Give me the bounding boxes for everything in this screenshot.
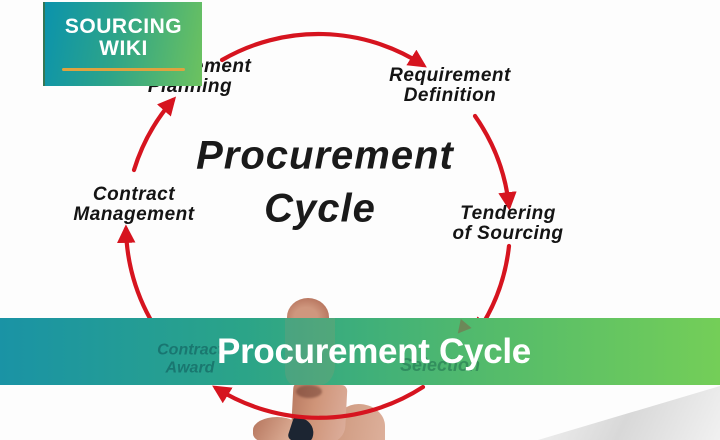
arc-requirement-to-tendering	[472, 113, 517, 211]
stage-label-line: Award	[165, 359, 215, 376]
stage-label-line: Requirement	[389, 64, 511, 86]
stage-label-line: of Sourcing	[452, 223, 564, 244]
stage-label-contract-management: Contract Management	[73, 183, 195, 225]
diagram-title-line2: Cycle	[264, 186, 376, 231]
banner-title: Procurement Cycle	[217, 331, 531, 371]
stage-label-line: Contract	[92, 183, 176, 205]
stage-label-line: Tendering	[460, 202, 556, 224]
stage-label-line: Contract	[157, 341, 223, 359]
ghost-stage-label-contract-award: Contract Award	[157, 341, 223, 376]
arc-selection-to-award	[212, 384, 426, 420]
sourcing-wiki-logo-badge: SOURCING WIKI	[43, 2, 202, 86]
title-banner	[0, 318, 720, 385]
finger-shadow	[296, 385, 322, 398]
badge-text-line1: SOURCING	[64, 15, 183, 38]
pointing-fingertip	[287, 298, 329, 320]
stage-label-requirement-definition: Requirement Definition	[389, 64, 511, 106]
diagram-title-line1: Procurement	[196, 133, 454, 178]
arc-management-to-planning	[131, 96, 177, 173]
badge-underline	[62, 68, 185, 71]
arc-planning-to-requirement	[219, 31, 427, 68]
finger-ghost-through-banner	[285, 318, 335, 385]
stage-label-line: Management	[73, 204, 195, 225]
stage-label-line: Definition	[403, 85, 497, 106]
badge-text-line2: WIKI	[99, 37, 148, 60]
ghost-stage-label-selection: Selection	[399, 355, 481, 376]
stage-label-tendering-of-sourcing: Tendering of Sourcing	[452, 202, 564, 244]
